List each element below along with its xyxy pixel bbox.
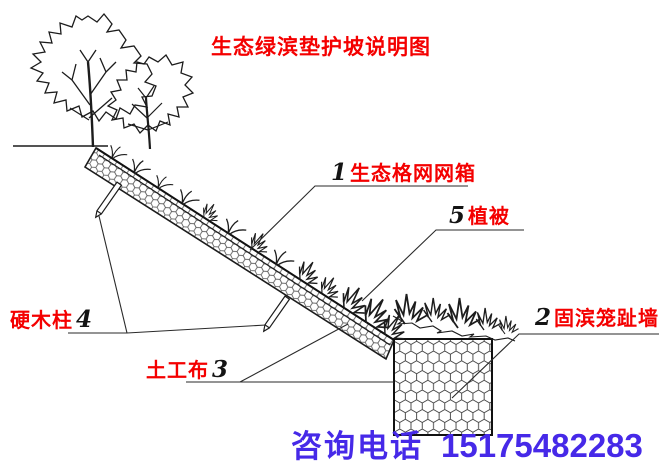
tree-drawing <box>29 12 195 150</box>
leader-lines <box>68 185 659 399</box>
callout-text: 生态格网网箱 <box>350 163 477 185</box>
contact-phone-line: 咨询电话 15175482283 <box>291 421 643 466</box>
page-title: 生态绿滨垫护坡说明图 <box>211 36 431 59</box>
callout-text: 硬木柱 <box>10 310 73 332</box>
callout-number: 3 <box>212 356 229 383</box>
callout-number: 1 <box>331 159 348 186</box>
callout-number: 5 <box>449 202 466 229</box>
callout-text: 植被 <box>468 206 511 228</box>
callout-text: 固滨笼趾墙 <box>554 308 660 330</box>
callout-number: 2 <box>535 304 552 331</box>
callout-text: 土工布 <box>146 360 209 382</box>
callout-number: 4 <box>76 306 93 333</box>
phone-label: 咨询电话 <box>291 429 423 464</box>
toe-wall-box <box>393 338 493 436</box>
phone-number: 15175482283 <box>441 427 643 464</box>
